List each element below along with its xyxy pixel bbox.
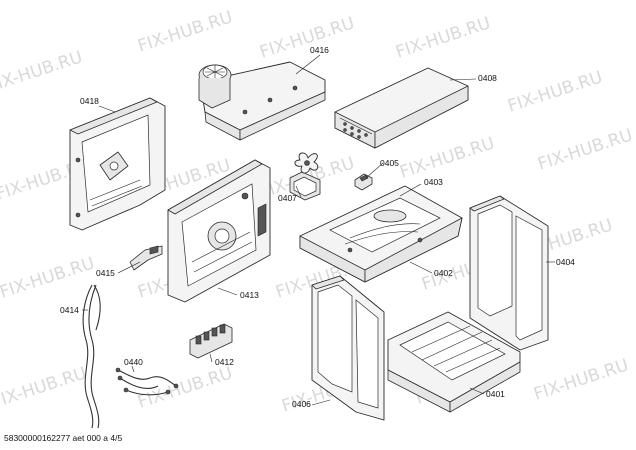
leader-lines	[82, 54, 555, 406]
watermark: FIX-HUB.RU	[0, 363, 89, 412]
watermark: FIX-HUB.RU	[531, 355, 631, 404]
part-0412-terminal-block[interactable]	[189, 323, 233, 359]
part-labels: 0418 0416 0408 0405 0407 0403 0415 0413 …	[60, 45, 575, 409]
part-0413-back-panel[interactable]	[167, 159, 271, 303]
part-0404-side-frame[interactable]	[469, 195, 549, 351]
label-0407: 0407	[278, 193, 297, 203]
watermark: FIX-HUB.RU	[393, 13, 493, 62]
part-0406-front-frame[interactable]	[311, 275, 385, 421]
part-0418-rear-panel[interactable]	[69, 97, 166, 231]
label-0401: 0401	[486, 389, 505, 399]
label-0405: 0405	[380, 158, 399, 168]
label-0418: 0418	[80, 96, 99, 106]
part-0408-housing-top[interactable]	[334, 67, 469, 149]
label-0408: 0408	[478, 73, 497, 83]
watermark: FIX-HUB.RU	[397, 133, 497, 182]
part-0405-clip[interactable]	[354, 173, 373, 191]
label-0406: 0406	[292, 399, 311, 409]
label-0414: 0414	[60, 305, 79, 315]
label-0412: 0412	[215, 357, 234, 367]
part-0401-bottom-frame[interactable]	[387, 311, 521, 413]
label-0403: 0403	[424, 177, 443, 187]
label-0402: 0402	[434, 268, 453, 278]
watermark: FIX-HUB.RU	[0, 253, 97, 302]
document-footer: 58300000162277 aet 000 a 4/5	[4, 433, 123, 443]
part-0403-top-plate[interactable]	[299, 185, 463, 283]
part-0415-bracket[interactable]	[129, 245, 163, 271]
label-0415: 0415	[96, 268, 115, 278]
label-0416: 0416	[310, 45, 329, 55]
part-0407-cooling-fan[interactable]	[289, 152, 321, 201]
label-0413: 0413	[240, 290, 259, 300]
watermark: FIX-HUB.RU	[0, 47, 85, 96]
part-0416-fan-cover[interactable]	[198, 61, 326, 141]
watermark: FIX-HUB.RU	[135, 7, 235, 56]
watermark: FIX-HUB.RU	[257, 13, 357, 62]
label-0440: 0440	[124, 357, 143, 367]
watermark: FIX-HUB.RU	[535, 125, 635, 174]
part-0440-harness[interactable]	[115, 367, 179, 396]
label-0404: 0404	[556, 257, 575, 267]
watermark: FIX-HUB.RU	[505, 67, 605, 116]
part-0414-cable[interactable]	[82, 284, 101, 429]
